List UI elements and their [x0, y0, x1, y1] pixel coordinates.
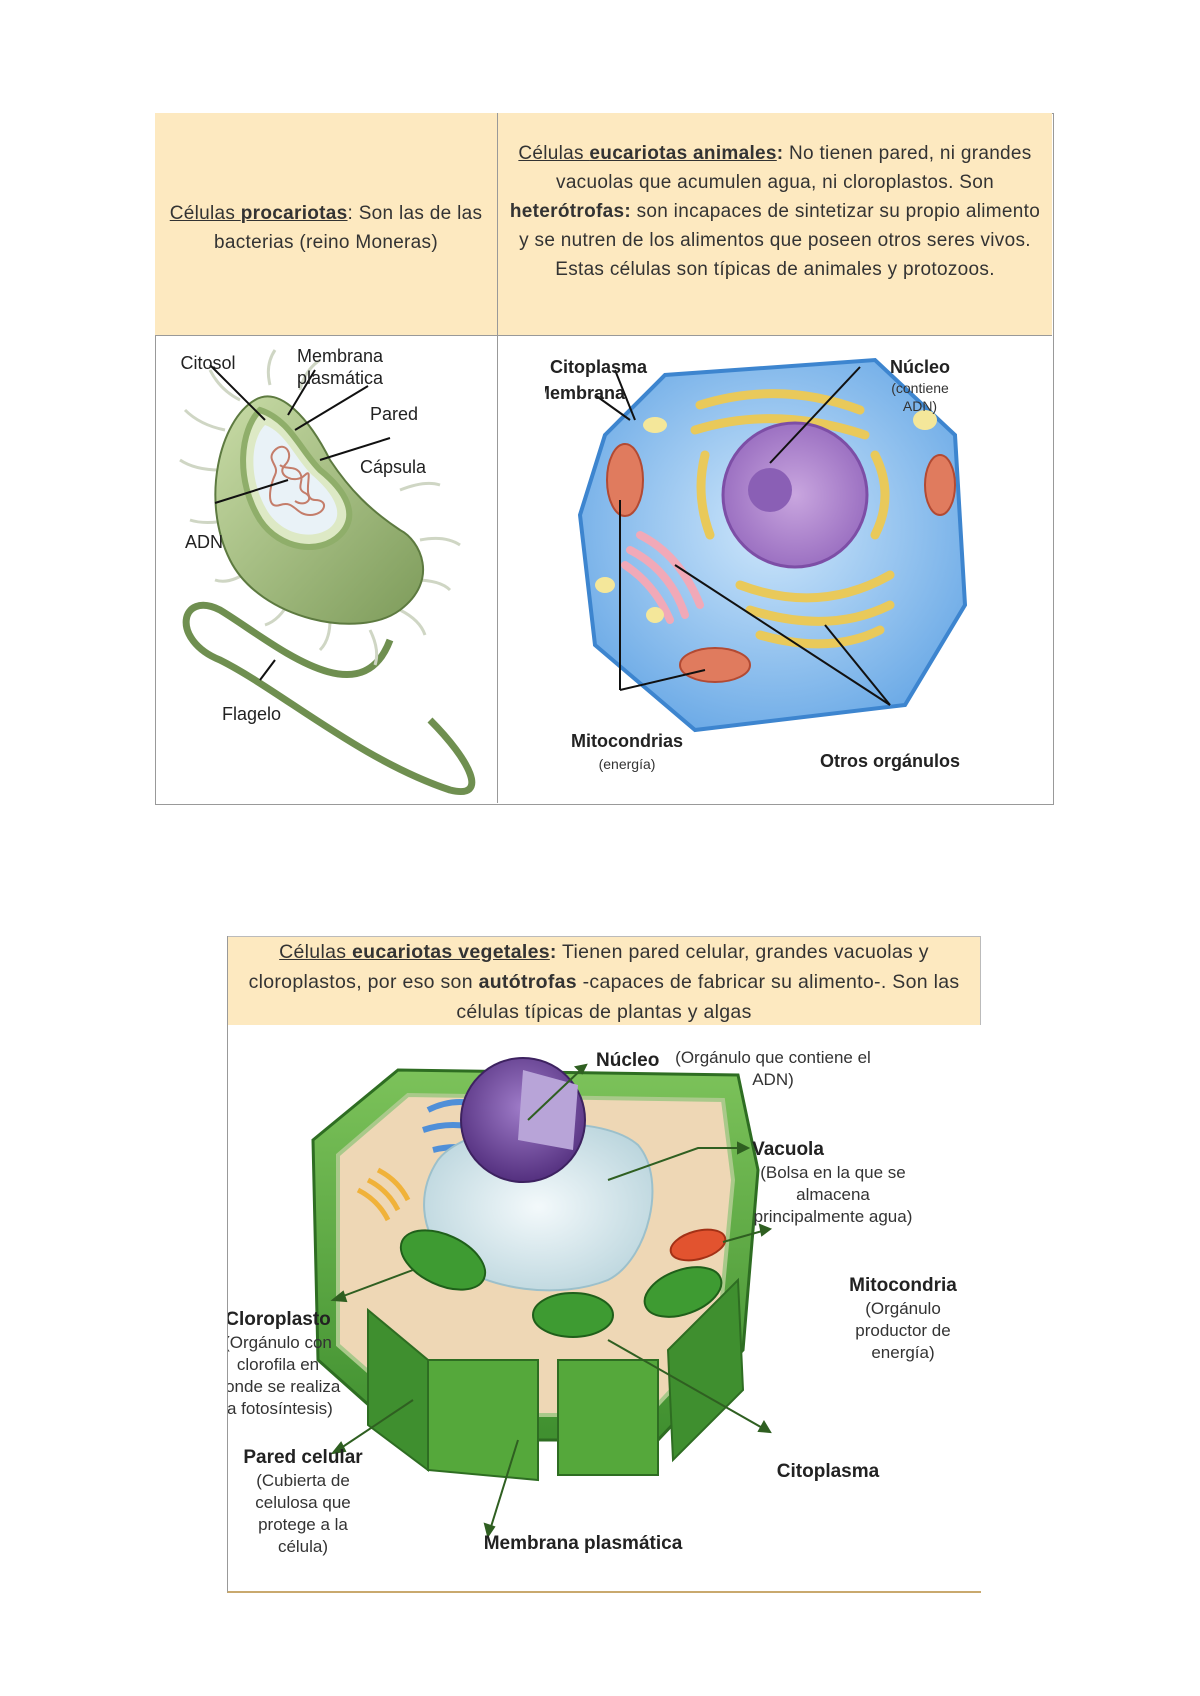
- heterotrofas-keyword: heterótrofas:: [509, 201, 631, 222]
- label-pared-celular: Pared celular: [243, 1447, 363, 1468]
- label-nucleo-plant: Núcleo: [596, 1050, 659, 1071]
- animales-text: Células eucariotas animales: No tienen p…: [509, 143, 1041, 280]
- label-cloroplasto: Cloroplasto: [228, 1309, 331, 1330]
- label-nucleo-plant-sub1: (Orgánulo que contiene el: [675, 1048, 871, 1067]
- label-cloroplasto-sub3: donde se realiza: [228, 1377, 341, 1396]
- vegetales-keyword: eucariotas vegetales: [352, 941, 550, 963]
- label-nucleo-plant-sub2: ADN): [752, 1070, 794, 1089]
- autotrofas-keyword: autótrofas: [478, 971, 577, 993]
- label-plasmatica: plasmática: [297, 368, 384, 388]
- label-citosol: Citosol: [180, 353, 235, 373]
- label-membrana-plasmatica: Membrana plasmática: [484, 1533, 683, 1554]
- label-mitocondria-sub3: energía): [871, 1343, 934, 1362]
- label-vacuola-sub2: almacena: [796, 1185, 870, 1204]
- label-mitocondrias: Mitocondrias: [571, 731, 683, 751]
- label-mitocondria-sub2: productor de: [855, 1321, 950, 1340]
- label-vacuola-sub1: (Bolsa en la que se: [760, 1163, 906, 1182]
- label-nucleo-sub2: ADN): [903, 398, 937, 414]
- label-otros-organulos: Otros orgánulos: [820, 751, 960, 771]
- label-mitocondria-plant: Mitocondria: [849, 1275, 957, 1296]
- procariotas-text: Células procariotas: Son las de las bact…: [169, 203, 483, 253]
- label-adn: ADN: [185, 532, 223, 552]
- animal-cell-diagram: Citoplasma Membrana Núcleo (contiene ADN…: [545, 357, 968, 772]
- label-pared: Pared: [370, 404, 418, 424]
- label-mitocondria-sub1: (Orgánulo: [865, 1299, 941, 1318]
- label-membrana: Membrana: [297, 346, 384, 366]
- procariotas-cell: Células procariotas: Son las de las bact…: [155, 113, 498, 336]
- table-divider: [497, 335, 498, 803]
- label-citoplasma: Citoplasma: [550, 357, 648, 377]
- label-vacuola-sub3: principalmente agua): [754, 1207, 913, 1226]
- label-pared-sub1: (Cubierta de: [256, 1471, 350, 1490]
- label-nucleo-sub1: (contiene: [891, 380, 949, 396]
- label-pared-sub3: protege a la: [258, 1515, 348, 1534]
- label-citoplasma-plant: Citoplasma: [777, 1461, 880, 1482]
- label-cloroplasto-sub2: clorofila en: [237, 1355, 319, 1374]
- label-energia: (energía): [599, 756, 656, 772]
- label-vacuola: Vacuola: [752, 1139, 824, 1160]
- label-cloroplasto-sub4: la fotosíntesis): [228, 1399, 333, 1418]
- label-capsula: Cápsula: [360, 457, 427, 477]
- label-flagelo: Flagelo: [222, 704, 281, 724]
- label-pared-sub4: célula): [278, 1537, 328, 1556]
- procariotas-keyword: procariotas: [240, 203, 348, 224]
- animales-keyword: eucariotas animales: [589, 143, 777, 164]
- animales-cell: Células eucariotas animales: No tienen p…: [498, 113, 1052, 336]
- bacteria-diagram: Citosol Membrana plasmática Pared Cápsul…: [179, 346, 476, 795]
- plant-cell-table: [227, 936, 981, 1593]
- label-pared-sub2: celulosa que: [255, 1493, 350, 1512]
- label-nucleo: Núcleo: [890, 357, 950, 377]
- vegetales-header: Células eucariotas vegetales: Tienen par…: [228, 936, 981, 1025]
- plant-cell-diagram: Núcleo (Orgánulo que contiene el ADN) Va…: [228, 1048, 957, 1556]
- label-membrana-animal: Membrana: [545, 383, 626, 403]
- label-cloroplasto-sub1: (Orgánulo con: [228, 1333, 332, 1352]
